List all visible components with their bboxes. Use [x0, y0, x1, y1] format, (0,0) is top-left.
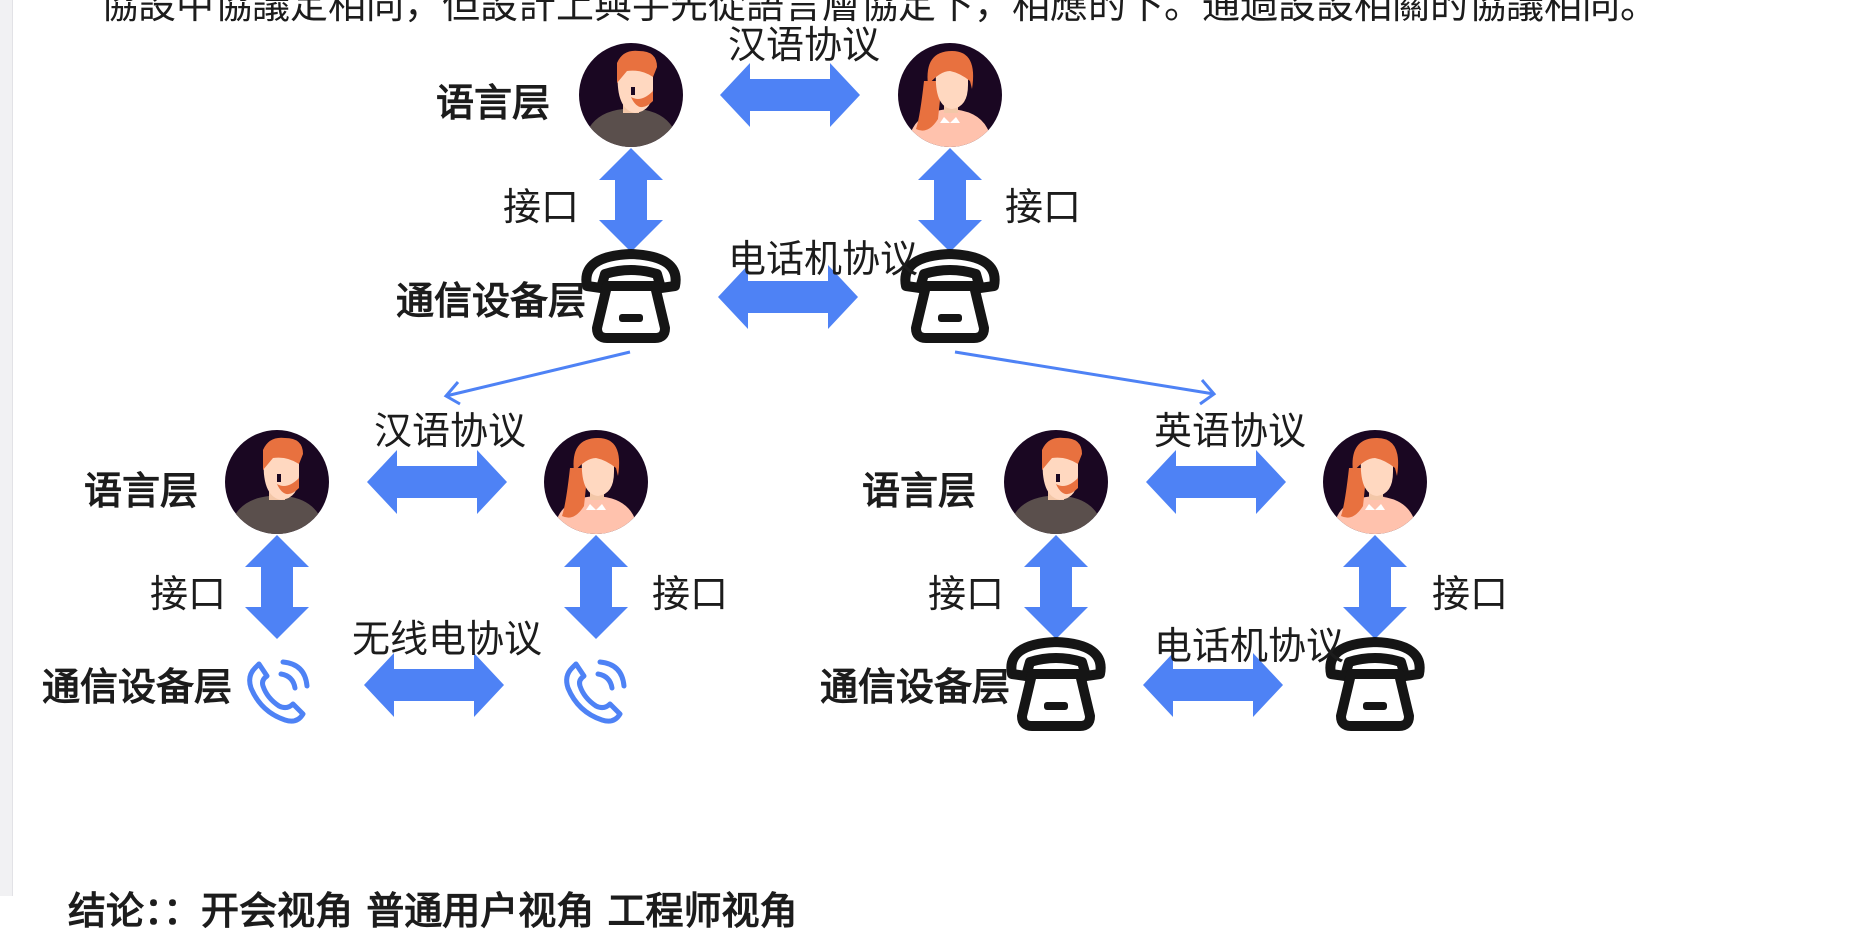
clipped-header-text: 協設中協議定相同，但設計上與手先從語言層協定下，相應的下。通過設設相關的協議相同…	[100, 0, 1659, 27]
bl-left-interface-arrow	[245, 535, 309, 639]
top-language-protocol-label: 汉语协议	[728, 23, 881, 67]
br-language-protocol-label: 英语协议	[1154, 409, 1307, 453]
bl-language-layer-label: 语言层	[84, 469, 199, 513]
bl-language-protocol-arrow	[367, 450, 507, 514]
bl-left-person-avatar	[225, 430, 329, 534]
bl-device-layer-label: 通信设备层	[42, 665, 233, 709]
bl-language-protocol-label: 汉语协议	[374, 409, 527, 453]
br-right-interface-arrow	[1343, 535, 1407, 639]
br-device-protocol-label: 电话机协议	[1154, 624, 1345, 668]
br-device-layer-label: 通信设备层	[820, 665, 1011, 709]
top-right-interface-arrow	[918, 148, 982, 252]
window-edge	[0, 0, 12, 896]
branch-arrow-right	[954, 350, 1217, 406]
br-language-layer-label: 语言层	[862, 469, 977, 513]
bl-right-interface-label: 接口	[652, 572, 729, 616]
br-right-interface-label: 接口	[1432, 572, 1509, 616]
br-left-interface-label: 接口	[928, 572, 1005, 616]
bl-right-person-avatar	[544, 430, 648, 534]
br-left-person-avatar	[1004, 430, 1108, 534]
top-right-person-avatar	[898, 43, 1002, 147]
top-language-layer-label: 语言层	[436, 81, 551, 125]
br-language-protocol-arrow	[1146, 450, 1286, 514]
br-right-person-avatar	[1323, 430, 1427, 534]
bl-right-interface-arrow	[564, 535, 628, 639]
top-right-phone-icon	[905, 254, 994, 338]
top-left-interface-arrow	[599, 148, 663, 252]
top-left-phone-icon	[586, 254, 675, 338]
window-edge-line	[12, 0, 13, 896]
br-left-interface-arrow	[1024, 535, 1088, 639]
top-right-interface-label: 接口	[1005, 185, 1082, 229]
bl-right-mobile-icon	[567, 662, 624, 721]
top-left-person-avatar	[579, 43, 683, 147]
top-language-protocol-arrow	[720, 63, 860, 127]
bl-left-mobile-icon	[250, 662, 307, 721]
top-left-interface-label: 接口	[503, 185, 580, 229]
bl-left-interface-label: 接口	[150, 572, 227, 616]
br-left-phone-icon	[1011, 642, 1100, 726]
branch-arrow-left	[443, 350, 631, 406]
clipped-conclusion-text: 结论：：开会视角 普通用户视角 工程师视角	[68, 889, 798, 933]
protocol-layer-diagram	[0, 0, 1856, 896]
top-device-protocol-label: 电话机协议	[728, 237, 919, 281]
top-device-layer-label: 通信设备层	[396, 279, 587, 323]
bl-device-protocol-label: 无线电协议	[352, 617, 543, 661]
